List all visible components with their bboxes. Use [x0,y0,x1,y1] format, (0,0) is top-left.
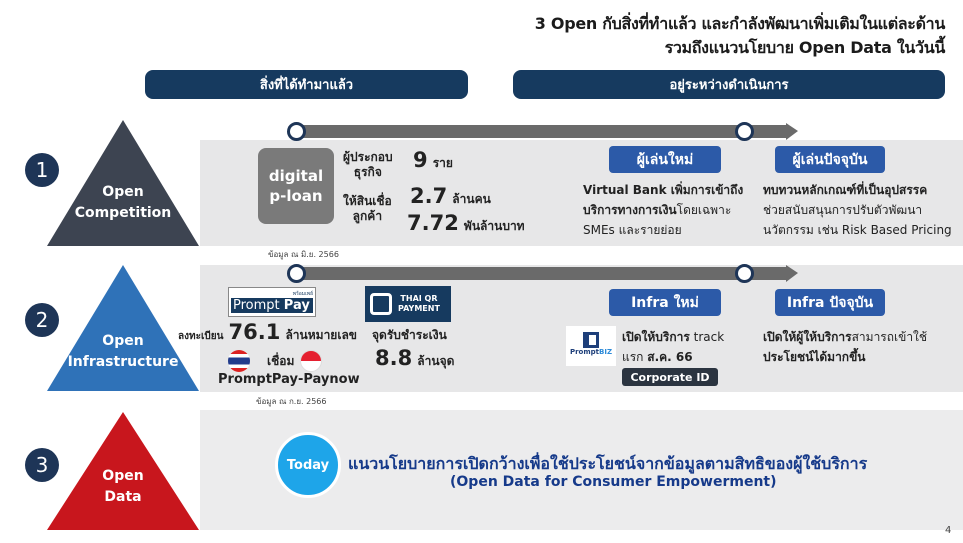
infra-new-tag: Infra ใหม่ [609,289,721,316]
timeline-dot [287,264,306,283]
triangle-label: Open [102,333,144,349]
row-number: 1 [25,153,59,187]
triangle-label: Infrastructure [67,354,179,370]
infra-new-text: เปิดให้บริการ track แรก ส.ค. 66 [622,330,725,364]
today-badge: Today [275,432,341,498]
current-player-tag: ผู้เล่นปัจจุบัน [775,146,885,173]
source-note: ข้อมูล ณ ก.ย. 2566 [256,397,327,406]
stat1: 9 ราย [413,148,453,172]
slide-title-line1: 3 Open กับสิ่งที่ทำแล้ว และกำลังพัฒนาเพิ… [534,14,946,33]
triangle-label: Open [102,184,144,200]
current-player-text: ทบทวนหลักเกณฑ์ที่เป็นอุปสรรค ช่วยสนับสนุ… [763,183,952,237]
timeline-arrow [296,123,798,140]
digital-p-loan-badge: digital p-loan [258,148,334,224]
triangle-label: Open [102,468,144,484]
infra-current-tag: Infra ปัจจุบัน [775,289,885,316]
qr-label: จุดรับชำระเงิน [372,328,447,342]
row-number: 2 [25,303,59,337]
open-data-policy: แนวนโยบายการเปิดกว้างเพื่อใช้ประโยชน์จาก… [348,454,868,473]
timeline-dot [735,122,754,141]
stat2-label: ให้สินเชื่อลูกค้า [343,194,392,223]
triangle-label: Competition [74,205,172,221]
timeline-arrow [296,265,798,282]
row-number: 3 [25,448,59,482]
singapore-flag-icon [300,350,322,372]
thailand-flag-icon [228,350,250,372]
source-note: ข้อมูล ณ มิ.ย. 2566 [268,250,339,259]
open-infrastructure-triangle: Open Infrastructure [47,265,199,391]
stat2: 2.7 ล้านคน [410,184,491,208]
promptbiz-logo: PromptBIZ [566,326,616,366]
timeline-dot [735,264,754,283]
badge-line: digital [268,167,324,185]
open-data-triangle: Open Data [47,412,199,530]
new-player-text: Virtual Bank เพิ่มการเข้าถึง บริการทางกา… [583,183,744,237]
badge-line: p-loan [269,187,323,205]
timeline-dot [287,122,306,141]
link-label: เชื่อม [267,354,295,368]
slide-title-line2: รวมถึงแนวนโยบาย Open Data ในวันนี้ [664,38,946,57]
stat1-label: ผู้ประกอบธุรกิจ [343,150,393,179]
page-number: 4 [945,525,952,536]
infra-current-text: เปิดให้ผู้ให้บริการสามารถเข้าใช้ ประโยชน… [763,330,928,364]
header-done: สิ่งที่ได้ทำมาแล้ว [145,70,468,99]
corporate-id-badge: Corporate ID [622,368,718,386]
new-player-tag: ผู้เล่นใหม่ [609,146,721,173]
registration-stat: ลงทะเบียน 76.1 ล้านหมายเลข [178,320,357,344]
header-in-progress: อยู่ระหว่างดำเนินการ [513,70,945,99]
stat3: 7.72 พันล้านบาท [407,211,525,235]
triangle-label: Data [104,489,142,505]
qr-stat: 8.8 ล้านจุด [375,346,455,370]
promptpay-logo: พร้อมเพย์ Prompt Pay [228,287,316,317]
promptpay-paynow: PromptPay-Paynow [218,372,360,387]
open-data-policy-en: (Open Data for Consumer Empowerment) [450,474,777,490]
qr-icon [370,293,392,315]
open-competition-triangle: Open Competition [47,120,199,246]
